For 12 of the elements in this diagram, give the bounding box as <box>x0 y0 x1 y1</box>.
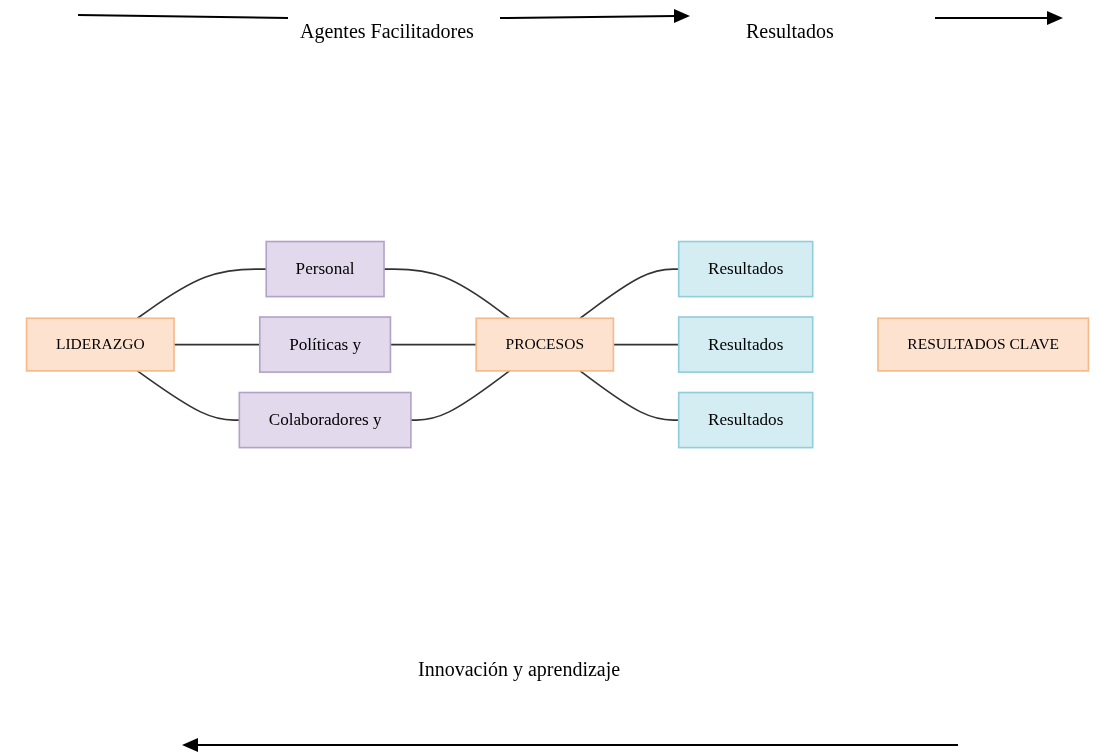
process-box: Personal <box>265 241 385 298</box>
process-box: RESULTADOS CLAVE <box>877 317 1090 373</box>
process-box: PROCESOS <box>475 317 615 373</box>
process-box: Colaboradores y <box>238 392 412 449</box>
process-box: Políticas y <box>258 316 392 374</box>
process-box: Resultados <box>677 392 814 449</box>
section-label: Innovación y aprendizaje <box>418 658 621 681</box>
process-box: Resultados <box>677 241 814 298</box>
process-box: LIDERAZGO <box>25 317 175 373</box>
section-label: Agentes Facilitadores <box>300 20 474 43</box>
section-label: Resultados <box>746 20 834 43</box>
process-box: Resultados <box>677 316 814 374</box>
